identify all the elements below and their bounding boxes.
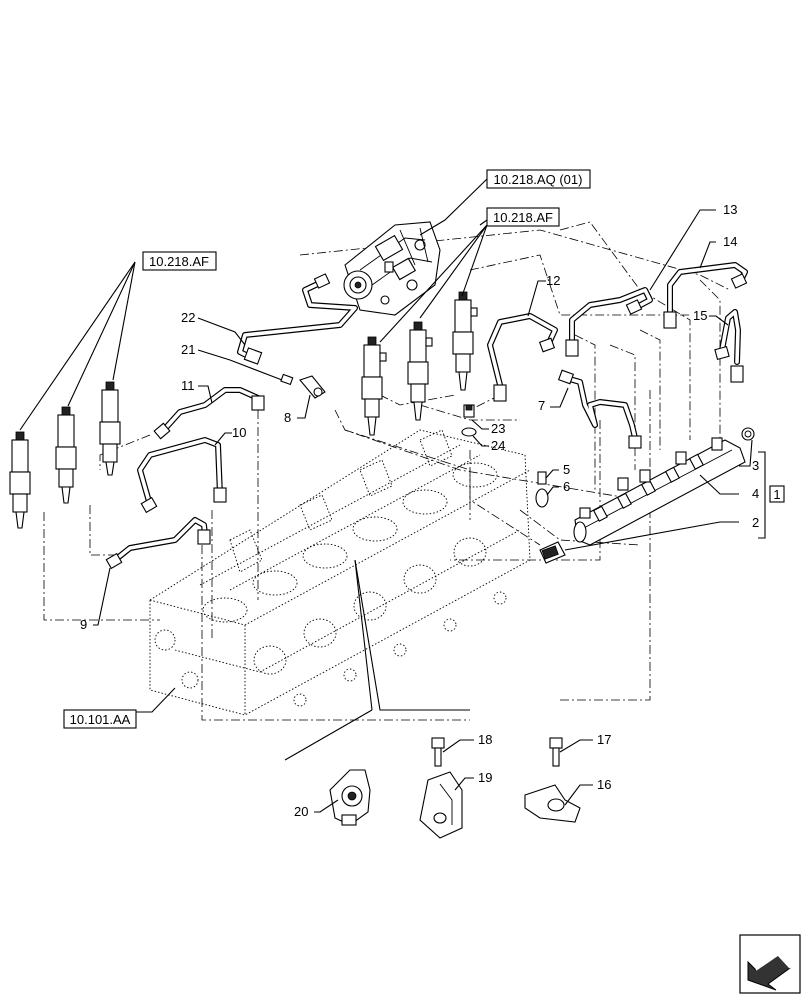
callout-18: 18 <box>478 732 492 747</box>
callout-23: 23 <box>491 421 505 436</box>
common-rail <box>539 427 755 564</box>
ref-engine-block-label: 10.101.AA <box>70 712 131 727</box>
callout-10: 10 <box>232 425 246 440</box>
callout-12: 12 <box>546 273 560 288</box>
callouts: 1 2 3 4 5 6 7 8 9 10 11 12 13 14 15 16 1… <box>80 202 785 819</box>
fuel-lines <box>105 262 748 570</box>
callout-20: 20 <box>294 804 308 819</box>
injectors-left-group <box>9 381 121 529</box>
callout-19: 19 <box>478 770 492 785</box>
callout-8: 8 <box>284 410 291 425</box>
high-pressure-pump <box>343 221 441 316</box>
ref-box-pump[interactable]: 10.218.AQ (01) <box>486 169 591 189</box>
callout-17: 17 <box>597 732 611 747</box>
ref-box-engine-block[interactable]: 10.101.AA <box>63 709 137 729</box>
callout-13: 13 <box>723 202 737 217</box>
callout-11: 11 <box>181 378 195 393</box>
ref-pump-label: 10.218.AQ (01) <box>494 172 583 187</box>
small-parts <box>280 373 549 508</box>
callout-2: 2 <box>752 515 759 530</box>
callout-14: 14 <box>723 234 737 249</box>
ref-box-injectors-left[interactable]: 10.218.AF <box>142 251 217 271</box>
callout-5: 5 <box>563 462 570 477</box>
callout-22: 22 <box>181 310 195 325</box>
callout-6: 6 <box>563 479 570 494</box>
callout-1: 1 <box>769 485 785 503</box>
injectors-right-group <box>361 291 478 436</box>
leader-lines <box>19 178 766 813</box>
callout-4: 4 <box>752 486 759 501</box>
cylinder-head-block <box>149 429 531 716</box>
callout-7: 7 <box>538 398 545 413</box>
callout-21: 21 <box>181 342 195 357</box>
callout-15: 15 <box>693 308 707 323</box>
callout-1-label: 1 <box>773 487 780 502</box>
ref-injectors-left-label: 10.218.AF <box>149 254 209 269</box>
ref-box-injectors-right[interactable]: 10.218.AF <box>486 207 560 227</box>
clamps-and-bolts <box>329 737 581 839</box>
callout-16: 16 <box>597 777 611 792</box>
next-page-arrow-icon[interactable] <box>739 934 801 994</box>
callout-3: 3 <box>752 458 759 473</box>
ref-injectors-right-label: 10.218.AF <box>493 210 553 225</box>
callout-9: 9 <box>80 617 87 632</box>
callout-24: 24 <box>491 438 505 453</box>
